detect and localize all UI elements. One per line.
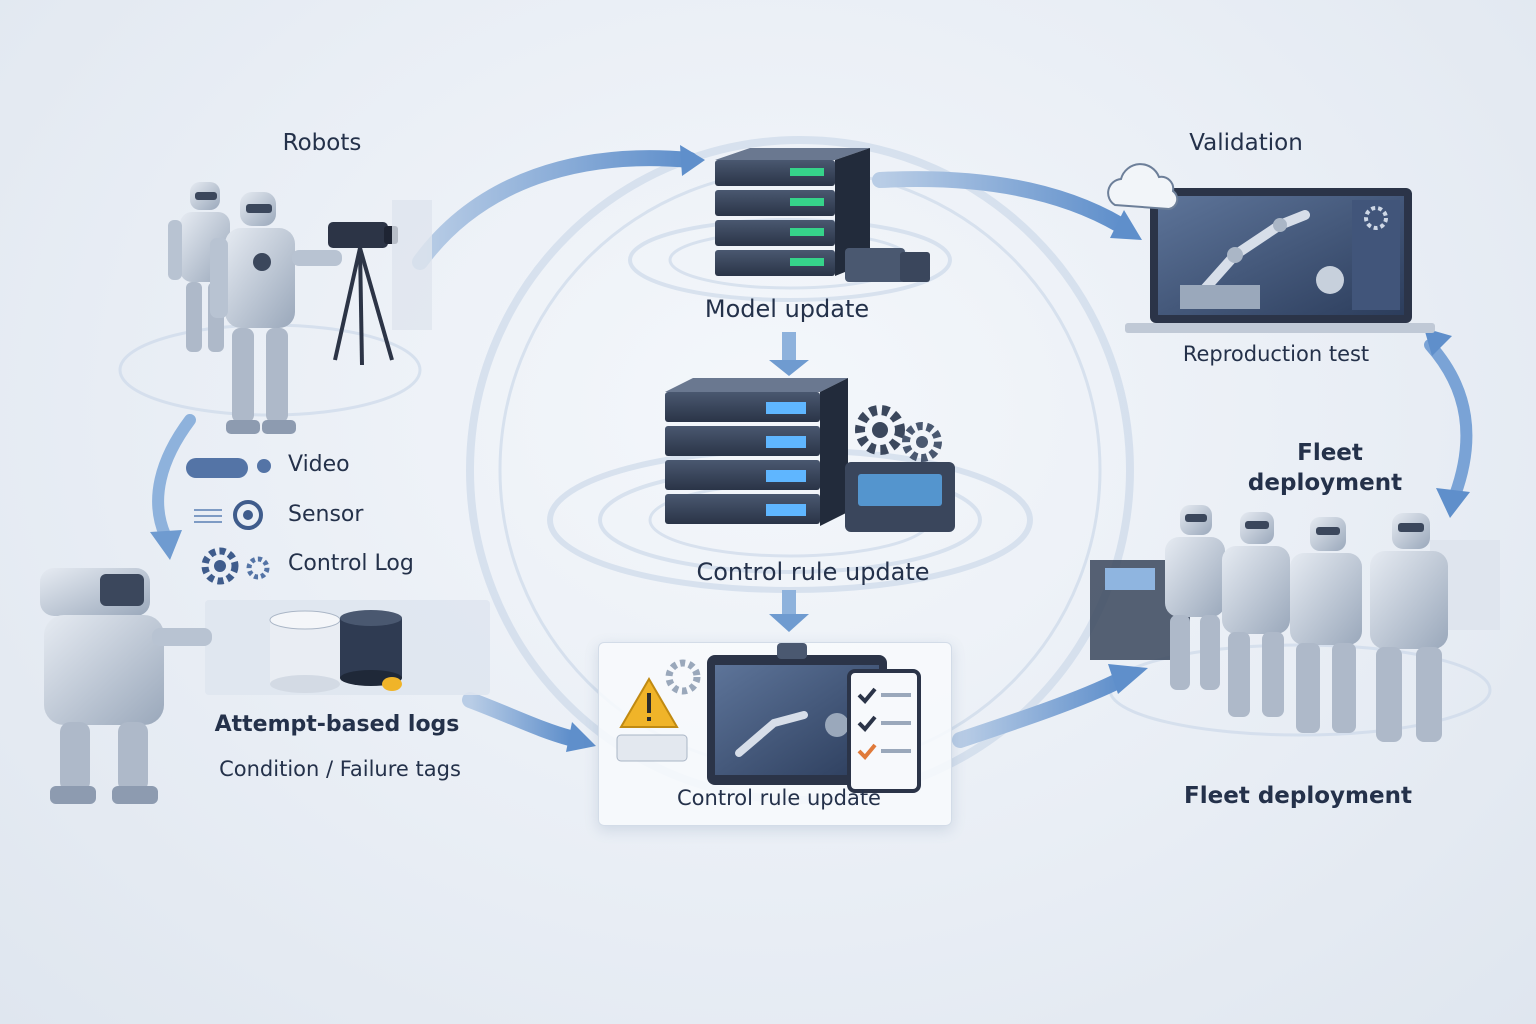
arrow-control-to-card [782,590,796,616]
robots-illustration [168,182,432,434]
video-icon [186,458,248,478]
arrow-validation-fleet [1424,339,1473,501]
laptop-icon [1125,188,1435,333]
gear-icon [201,547,270,585]
warning-icon [619,677,679,728]
arrow-head [769,360,809,376]
sensor-label: Sensor [288,502,364,527]
checklist-icon [847,669,921,793]
arrow-card-to-fleet [952,672,1128,748]
control-rule-center-title: Control rule update [696,558,930,586]
robot-icon [1165,505,1225,690]
gear-icon [902,422,942,462]
arrow-model-to-validation [872,171,1128,233]
robot-icon [1370,513,1448,742]
camera-tripod-icon [328,222,398,366]
control-rule-card-title: Control rule update [677,786,881,810]
arrow-head [150,530,182,560]
arrow-head [1424,328,1452,356]
gear-icon [665,659,701,695]
database-icon [340,610,402,686]
server-rack-icon [665,378,955,532]
arrow-head [566,722,596,752]
fleet-robots-icon [1090,505,1500,742]
arrow-head [769,614,809,632]
validation-title: Validation [1189,130,1303,156]
control-log-label: Control Log [288,551,414,576]
gear-icon [855,405,905,455]
model-update-title: Model update [704,295,870,323]
arrow-logs-to-card [462,692,578,746]
arrow-model-to-control [782,332,796,362]
arrow-head [680,145,705,176]
attempt-logs-subtitle: Condition / Failure tags [219,757,461,781]
robots-title: Robots [282,130,362,156]
arrow-head [1436,488,1470,518]
robot-icon [210,192,342,434]
arrow-head [1110,210,1142,240]
data-type-icons [186,458,271,585]
server-rack-icon [715,148,930,282]
robot-icon [1290,517,1362,733]
control-rule-card [598,642,952,826]
cloud-icon [1107,163,1179,211]
video-label: Video [288,452,350,477]
validation-subtitle: Reproduction test [1182,342,1370,366]
sensor-icon [194,500,263,530]
database-icon [269,610,341,693]
arrow-robots-to-model [412,150,698,270]
arrow-robots-to-logs [152,414,196,541]
flow-arrows [150,145,1473,752]
fleet-top-line1: Fleet [1297,440,1363,466]
robot-icon [1222,512,1290,717]
attempt-logs-title: Attempt-based logs [214,712,460,737]
arrow-head [1108,664,1148,694]
fleet-bottom-title: Fleet deployment [1184,783,1412,809]
video-dot-icon [257,459,271,473]
fleet-top-line2: deployment [1247,470,1403,496]
control-rule-card-graphics [616,643,921,793]
robot-icon [168,182,230,352]
attempt-logs-illustration [40,568,490,804]
robot-icon [40,568,212,804]
